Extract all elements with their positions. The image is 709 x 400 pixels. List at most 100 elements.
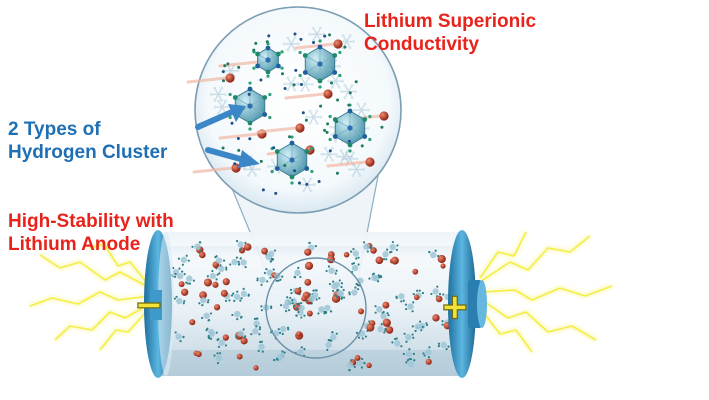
hydrogen-atom xyxy=(233,162,236,165)
lithium-ion xyxy=(237,354,243,360)
cluster-line-1: 2 Types of xyxy=(8,118,167,141)
lithium-ion xyxy=(440,263,445,268)
hydrogen-atom xyxy=(329,149,332,152)
hydrogen-atom xyxy=(293,32,296,35)
lithium-ion xyxy=(432,314,439,321)
hydrogen-atom xyxy=(260,160,263,163)
hydrogen-atom xyxy=(248,93,251,96)
lithium-ion xyxy=(304,249,311,256)
hydrogen-atom xyxy=(222,146,225,149)
anode-stability-label: High-Stability with Lithium Anode xyxy=(8,210,174,256)
lithium-ion xyxy=(414,295,420,301)
stability-line-1: High-Stability with xyxy=(8,210,174,233)
lithium-ion xyxy=(426,359,432,365)
hydrogen-atom xyxy=(281,72,284,75)
lithium-ion xyxy=(296,331,301,336)
lithium-ion xyxy=(366,324,374,332)
hydrogen-atom xyxy=(349,91,352,94)
hydrogen-atom xyxy=(284,87,287,90)
lithium-ion xyxy=(323,89,332,98)
cluster-line-2: Hydrogen Cluster xyxy=(8,141,167,164)
lithium-ion xyxy=(196,351,202,357)
hydrogen-atom xyxy=(288,135,291,138)
lithium-ion xyxy=(204,278,212,286)
hydrogen-atom xyxy=(222,79,225,82)
lithium-ion xyxy=(223,334,229,340)
hydrogen-atom xyxy=(330,82,333,85)
hydrogen-atom xyxy=(348,140,351,143)
hydrogen-atom xyxy=(226,62,229,65)
hydrogen-atom xyxy=(248,137,251,140)
lithium-ion xyxy=(261,248,268,255)
lithium-ion xyxy=(355,355,361,361)
hydrogen-atom xyxy=(343,46,346,49)
hydrogen-atom xyxy=(318,180,321,183)
hydrogen-atom xyxy=(336,172,339,175)
hydrogen-atom xyxy=(293,169,296,172)
hydrogen-atom xyxy=(380,126,383,129)
negative-terminal-symbol: − xyxy=(136,281,162,330)
superionic-line-1: Lithium Superionic xyxy=(364,10,536,33)
positive-terminal-symbol: + xyxy=(442,283,468,332)
hydrogen-atom xyxy=(254,42,257,45)
spark-left-icon xyxy=(30,244,150,350)
hydrogen-atom xyxy=(231,122,234,125)
lithium-ion xyxy=(223,278,230,285)
lithium-ion xyxy=(383,319,391,327)
lithium-ion xyxy=(304,279,311,286)
hydrogen-atom xyxy=(305,183,308,186)
hydrogen-atom xyxy=(237,149,240,152)
lithium-ion xyxy=(244,243,251,250)
hydrogen-atom xyxy=(312,41,315,44)
lithium-ion xyxy=(301,296,307,302)
hydrogen-atom xyxy=(323,35,326,38)
hydrogen-atom xyxy=(302,111,305,114)
hydrogen-atom xyxy=(237,137,240,140)
hydrogen-atom xyxy=(237,66,240,69)
lithium-ion xyxy=(307,311,313,317)
lithium-ion xyxy=(221,290,228,297)
lithium-ion xyxy=(199,252,206,259)
lithium-ion xyxy=(239,247,245,253)
hydrogen-atom xyxy=(326,122,329,125)
lithium-ion xyxy=(212,282,218,288)
lithium-ion xyxy=(225,73,234,82)
hydrogen-atom xyxy=(323,129,326,132)
hydrogen-atom xyxy=(319,105,322,108)
lithium-ion xyxy=(344,252,350,258)
hydrogen-atom xyxy=(294,69,297,72)
lithium-ion xyxy=(386,326,394,334)
hydrogen-atom xyxy=(222,70,225,73)
spark-right-icon xyxy=(480,232,612,352)
lithium-ion xyxy=(379,111,388,120)
hydrogen-atom xyxy=(335,120,338,123)
hydrogen-atom xyxy=(267,34,270,37)
lithium-ion xyxy=(365,157,374,166)
hydrogen-atom xyxy=(299,38,302,41)
hydrogen-atom xyxy=(262,188,265,191)
hydrogen-atom xyxy=(272,146,275,149)
hydrogen-atom xyxy=(283,164,286,167)
hydrogen-cluster-label: 2 Types of Hydrogen Cluster xyxy=(8,118,167,164)
lithium-ion xyxy=(295,288,302,295)
hydrogen-atom xyxy=(293,83,296,86)
superionic-line-2: Conductivity xyxy=(364,33,536,56)
hydrogen-atom xyxy=(305,119,308,122)
hydrogen-atom xyxy=(347,104,350,107)
lithium-ion xyxy=(382,302,389,309)
hydrogen-atom xyxy=(326,131,329,134)
lithium-ion xyxy=(181,289,188,296)
hydrogen-atom xyxy=(361,144,364,147)
hydrogen-atom xyxy=(259,79,262,82)
hydrogen-atom xyxy=(252,49,255,52)
hydrogen-atom xyxy=(298,182,301,185)
hydrogen-atom xyxy=(328,33,331,36)
hydrogen-atom xyxy=(274,192,277,195)
hydrogen-atom xyxy=(300,83,303,86)
stability-line-2: Lithium Anode xyxy=(8,233,174,256)
hydrogen-atom xyxy=(355,80,358,83)
hydrogen-atom xyxy=(336,98,339,101)
lithium-ion xyxy=(358,308,364,314)
hydrogen-atom xyxy=(266,40,269,43)
